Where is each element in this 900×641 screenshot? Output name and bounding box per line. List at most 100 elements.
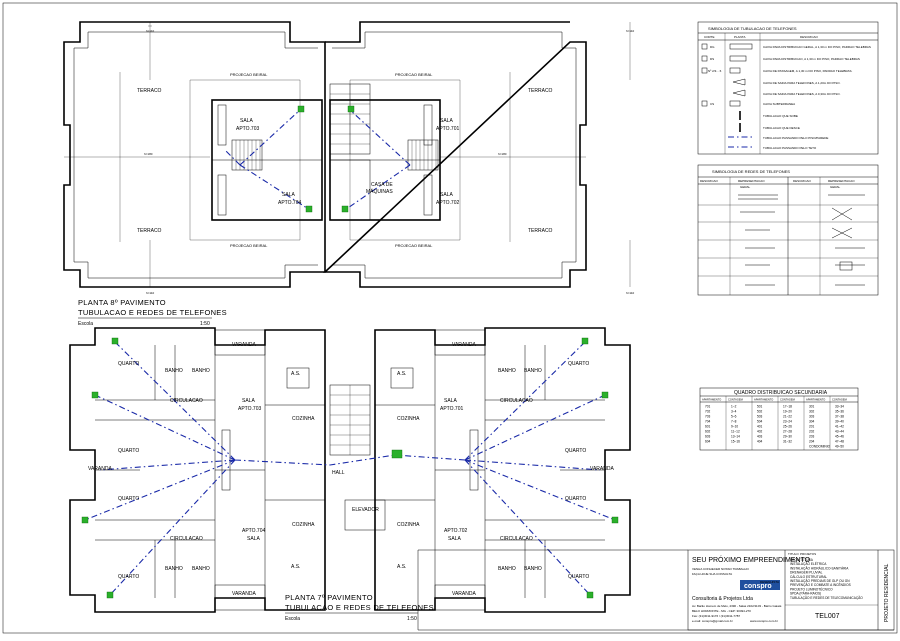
quadro-cell: 704 bbox=[705, 420, 711, 424]
label-banho-7: BANHO bbox=[498, 566, 516, 572]
label-sala-703: SALA bbox=[242, 398, 255, 404]
title-block: SEU PRÓXIMO EMPREENDIMENTO VENHA CONHECE… bbox=[417, 549, 895, 631]
legend-tub-desc-6: CAIXA SUBTERRANEA bbox=[763, 102, 795, 106]
legend-redes: SIMBOLOGIA DE REDES DE TELEFONES DESCRIC… bbox=[697, 164, 879, 296]
quadro-cell: 31~32 bbox=[783, 440, 792, 444]
label-sala-703: SALA bbox=[240, 118, 253, 124]
label-banho-5: BANHO bbox=[498, 368, 516, 374]
label-varanda-e: VARANDA bbox=[590, 466, 614, 472]
quadro-cell: 404 bbox=[757, 440, 763, 444]
label-cozinha-703: COZINHA bbox=[292, 416, 315, 422]
label-apto-703: APTO.703 bbox=[236, 126, 259, 132]
legend-tub-desc-1: CAIXA PARA DISTRIBUICAO GERAL, A 1,30 m … bbox=[763, 45, 871, 49]
label-terraco-sw: TERRACO bbox=[137, 228, 162, 234]
projeto-item: ARQUITETURA bbox=[790, 558, 814, 562]
legend-tub-code-6: CS bbox=[710, 102, 714, 106]
legend-redes-col-desc-1: DESCRICAO bbox=[700, 179, 719, 183]
quadro-header: CONTAGEM bbox=[832, 398, 847, 402]
label-banho-1: BANHO bbox=[165, 368, 183, 374]
label-apto-703: APTO.703 bbox=[238, 406, 261, 412]
label-as-704: A.S. bbox=[291, 564, 300, 570]
scale-label-7th: Escola bbox=[285, 616, 300, 622]
label-quarto-1: QUARTO bbox=[118, 361, 139, 367]
quadro-cell: 29~30 bbox=[783, 435, 792, 439]
legend-redes-col-rep-1: REPRESENTACAO bbox=[738, 179, 765, 183]
quadro-cell: 13~14 bbox=[731, 435, 740, 439]
scale-8th: 1:50 bbox=[200, 321, 210, 327]
legend-tub-desc-5: CAIXA DE SAIDA PARA TELEFONES, A 0,30m D… bbox=[763, 92, 841, 96]
quadro-cell: 402 bbox=[757, 430, 763, 434]
label-quarto-4: QUARTO bbox=[118, 574, 139, 580]
label-maquinas: MÁQUINAS bbox=[366, 188, 393, 195]
label-banho-2: BANHO bbox=[192, 368, 210, 374]
label-apto-701: APTO.701 bbox=[436, 126, 459, 132]
scale-7th: 1:50 bbox=[407, 616, 417, 622]
label-circulacao-4: CIRCULACAO bbox=[500, 536, 533, 542]
legend-tub-code-3: Nº 2/3... 6 bbox=[708, 69, 722, 73]
tb-vertical-label: PROJETO RESIDENCIAL bbox=[884, 564, 890, 622]
legend-tub-col-descricao: DESCRICAO bbox=[800, 35, 819, 39]
quadro-cell: 304 bbox=[809, 420, 815, 424]
quadro-cell: 202 bbox=[809, 430, 815, 434]
quadro-cell: 49~50 bbox=[835, 445, 844, 449]
legend-tub-desc-4: CAIXA DE SAIDA PARA TELEFONES, A 1,20m D… bbox=[763, 81, 841, 85]
quadro-cell: 17~18 bbox=[783, 405, 792, 409]
quadro-header: CONTAGEM bbox=[728, 398, 743, 402]
projeto-item: DRENAGEM PLUVIAL bbox=[790, 571, 823, 575]
scale-label-8th: Escola bbox=[78, 321, 93, 327]
quadro-cell: 11~12 bbox=[731, 430, 740, 434]
quadro-header: CONTAGEM bbox=[780, 398, 795, 402]
legend-tub-desc-2: CAIXA PARA DISTRIBUICAO, A 1,30 m DO PIS… bbox=[763, 57, 860, 61]
quadro-cell: 5~6 bbox=[731, 415, 737, 419]
quadro-cell: 25~26 bbox=[783, 425, 792, 429]
legend-redes-sub-geral-2: GERAL bbox=[830, 185, 841, 189]
label-banho-6: BANHO bbox=[524, 368, 542, 374]
quadro-cell: 7~8 bbox=[731, 420, 737, 424]
dim-top-left: h=110 bbox=[146, 29, 155, 33]
label-varanda-nw: VARANDA bbox=[232, 342, 256, 348]
legend-tub-code-1: DG bbox=[710, 45, 715, 49]
quadro-cell: 602 bbox=[705, 430, 711, 434]
label-sala-702: SALA bbox=[440, 192, 453, 198]
quadro-cell: 702 bbox=[705, 410, 711, 414]
label-varanda-sw: VARANDA bbox=[232, 591, 256, 597]
label-banho-3: BANHO bbox=[165, 566, 183, 572]
tb-headline: SEU PRÓXIMO EMPREENDIMENTO bbox=[692, 555, 811, 564]
legend-tub-desc-3: CAIXA DE PASSAGEM, A 1,30 m DO PISO, PAD… bbox=[763, 69, 853, 73]
label-projecao-beiral-ne: PROJECAO BEIRAL bbox=[395, 72, 433, 77]
quadro-cell: 303 bbox=[809, 415, 815, 419]
projeto-item: INSTALAÇÃO ELÉTRICA bbox=[790, 561, 827, 566]
quadro-title: QUADRO DISTRIBUICAO SECUNDARIA bbox=[734, 390, 828, 396]
dim-bottom-right: h=110 bbox=[626, 291, 635, 295]
quadro-header: APARTAMENTO bbox=[806, 398, 825, 402]
quadro-cell: 503 bbox=[757, 415, 763, 419]
tb-desenhista-label: DESENHISTA bbox=[760, 580, 779, 584]
quadro-cell: 33~34 bbox=[835, 405, 844, 409]
label-projecao-beiral-sw: PROJECAO BEIRAL bbox=[230, 243, 268, 248]
legend-tub-col-planta: PLANTA bbox=[734, 35, 745, 39]
legend-redes-title: SIMBOLOGIA DE REDES DE TELEFONES bbox=[712, 169, 790, 174]
label-sala-701: SALA bbox=[440, 118, 453, 124]
legend-tub-title: SIMBOLOGIA DE TUBULACAO DE TELEFONES bbox=[708, 26, 797, 31]
dim-top-right: h=110 bbox=[626, 29, 635, 33]
quadro-cell: 204 bbox=[809, 440, 815, 444]
label-quarto-2: QUARTO bbox=[118, 448, 139, 454]
projeto-item: TUBULAÇÃO E REDES DE TELECOMUNICAÇÃO bbox=[790, 595, 863, 600]
quadro-cell: 301 bbox=[809, 405, 815, 409]
quadro-cell: 1~2 bbox=[731, 405, 737, 409]
dim-mid-right: h=180 bbox=[498, 152, 507, 156]
label-sala-702: SALA bbox=[448, 536, 461, 542]
quadro-cell: 601 bbox=[705, 425, 711, 429]
label-as-702: A.S. bbox=[397, 564, 406, 570]
legend-redes-sub-geral-1: GERAL bbox=[740, 185, 751, 189]
quadro-header: APARTAMENTO bbox=[702, 398, 721, 402]
quadro-cell: 15~16 bbox=[731, 440, 740, 444]
quadro-cell: 21~22 bbox=[783, 415, 792, 419]
label-apto-701: APTO.701 bbox=[440, 406, 463, 412]
label-apto-702: APTO.702 bbox=[436, 200, 459, 206]
label-sala-704: SALA bbox=[247, 536, 260, 542]
plan-8th-floor: TERRACO TERRACO TERRACO TERRACO PROJECAO… bbox=[63, 21, 635, 295]
quadro-cell: 504 bbox=[757, 420, 763, 424]
